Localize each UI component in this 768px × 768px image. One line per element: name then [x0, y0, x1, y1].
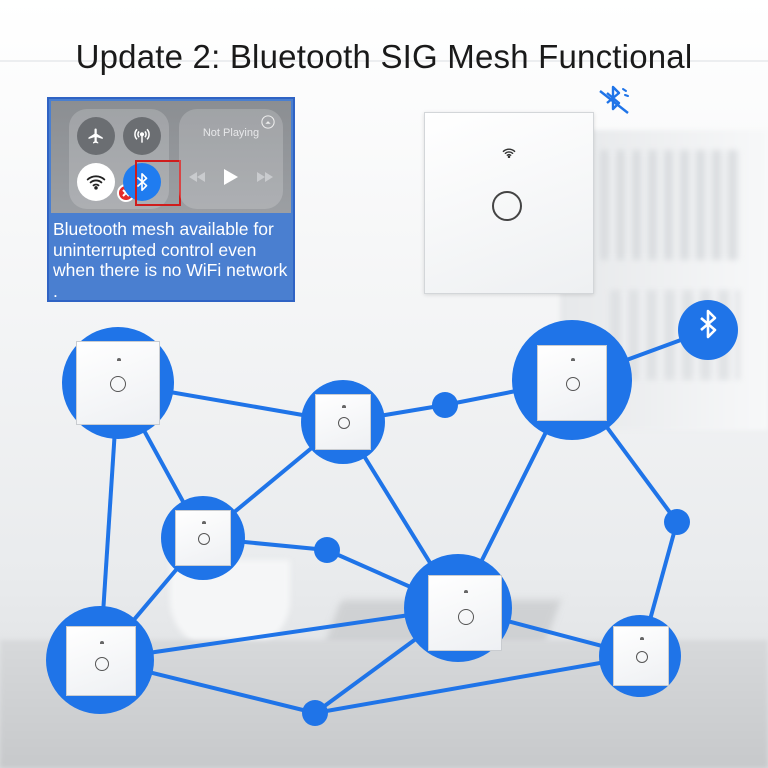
- bluetooth-off-icon: [599, 85, 629, 114]
- mesh-switch-face: [315, 394, 371, 450]
- touch-button-ring: [566, 377, 580, 391]
- wifi-icon: [464, 590, 468, 593]
- fast-forward-icon[interactable]: [257, 172, 273, 182]
- mesh-switch-face: [66, 626, 136, 696]
- background-books: [600, 150, 740, 260]
- bluetooth-icon[interactable]: [123, 163, 161, 201]
- bluetooth-icon: [700, 309, 717, 339]
- connectivity-tile: [69, 109, 181, 209]
- mesh-switch-face: [428, 575, 502, 651]
- background-frame: [0, 60, 768, 62]
- wifi-icon: [117, 358, 121, 361]
- airplane-icon[interactable]: [77, 117, 115, 155]
- phone-control-panel: Not Playing Bluetooth mesh available for…: [47, 97, 295, 302]
- mesh-switch-face: [175, 510, 231, 566]
- now-playing-tile: Not Playing: [179, 109, 283, 209]
- play-icon[interactable]: [224, 169, 238, 185]
- touch-button-ring: [110, 376, 126, 392]
- rewind-icon[interactable]: [189, 172, 205, 182]
- mesh-relay-dot: [432, 392, 458, 418]
- touch-button-ring: [198, 533, 210, 545]
- mesh-relay-dots: [302, 392, 690, 726]
- wifi-icon: [202, 521, 206, 524]
- cellular-antenna-icon[interactable]: [123, 117, 161, 155]
- touch-button-ring: [458, 609, 474, 625]
- mesh-switch-face: [613, 626, 669, 686]
- touch-button-ring: [636, 651, 648, 663]
- page-title: Update 2: Bluetooth SIG Mesh Functional: [75, 38, 693, 75]
- wifi-icon: [571, 358, 575, 361]
- mesh-switch-face: [537, 345, 607, 421]
- wifi-icon: [640, 637, 644, 640]
- touch-button-ring: [95, 657, 109, 671]
- bluetooth-highlight-box: [135, 160, 181, 206]
- media-controls: [189, 169, 273, 185]
- mesh-relay-dot: [664, 509, 690, 535]
- control-center-screenshot: Not Playing: [51, 101, 291, 213]
- mesh-relay-dot: [302, 700, 328, 726]
- touch-button-ring: [338, 417, 350, 429]
- now-playing-label: Not Playing: [202, 127, 260, 139]
- bluetooth-badge: [678, 300, 738, 360]
- airplay-icon[interactable]: [261, 115, 275, 129]
- wifi-icon: [342, 405, 346, 408]
- bluetooth-mesh-description: Bluetooth mesh available for uninterrupt…: [53, 219, 288, 301]
- mesh-switch-face: [76, 341, 160, 425]
- wifi-icon: [502, 148, 516, 158]
- wifi-icon: [100, 641, 104, 644]
- touch-button-ring[interactable]: [492, 191, 522, 221]
- touch-switch-preview: [424, 112, 594, 294]
- mesh-relay-dot: [314, 537, 340, 563]
- wifi-icon[interactable]: [77, 163, 115, 201]
